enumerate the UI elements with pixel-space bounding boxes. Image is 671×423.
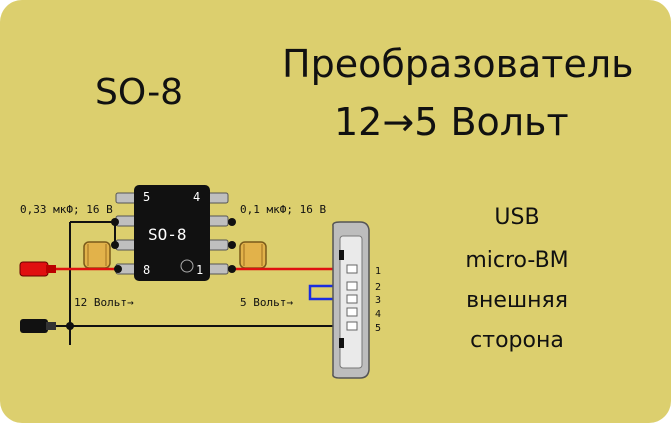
usb-pin-4-label: 4 (375, 309, 381, 320)
chip-pin-1-label: 1 (196, 263, 203, 277)
chip-so8 (115, 185, 229, 281)
blue-jumper-wire (308, 284, 352, 301)
chip-pin-5-label: 5 (143, 190, 150, 204)
usb-caption-line-1: USB (494, 205, 540, 230)
chip-pins (115, 192, 229, 275)
usb-pin-3-label: 3 (375, 295, 381, 306)
package-label: SO-8 (95, 72, 184, 113)
input-voltage-label: 12 Вольт→ (74, 296, 134, 309)
chip-pin-4-label: 4 (193, 190, 200, 204)
capacitor-right (239, 241, 267, 269)
usb-pin-pads (346, 264, 358, 331)
usb-caption-line-2: micro-BM (465, 248, 569, 273)
capacitor-left-label: 0,33 мкФ; 16 В (20, 203, 113, 216)
black-plug (20, 319, 56, 333)
junction-dots (66, 218, 236, 330)
micro-usb-connector (332, 221, 370, 379)
usb-pin-1-label: 1 (375, 266, 381, 277)
usb-pin-2-label: 2 (375, 282, 381, 293)
red-plug (19, 261, 56, 277)
chip-label: SO-8 (148, 225, 187, 244)
usb-caption-line-4: сторона (470, 328, 564, 353)
capacitor-right-label: 0,1 мкФ; 16 В (240, 203, 326, 216)
usb-caption-line-3: внешняя (466, 288, 568, 313)
output-voltage-label: 5 Вольт→ (240, 296, 293, 309)
chip-pin-8-label: 8 (143, 263, 150, 277)
title-line-2: 12→5 Вольт (334, 100, 569, 144)
usb-pin-5-label: 5 (375, 323, 381, 334)
capacitor-left (83, 241, 111, 269)
title-line-1: Преобразователь (282, 42, 634, 86)
pin1-dot (180, 259, 194, 273)
